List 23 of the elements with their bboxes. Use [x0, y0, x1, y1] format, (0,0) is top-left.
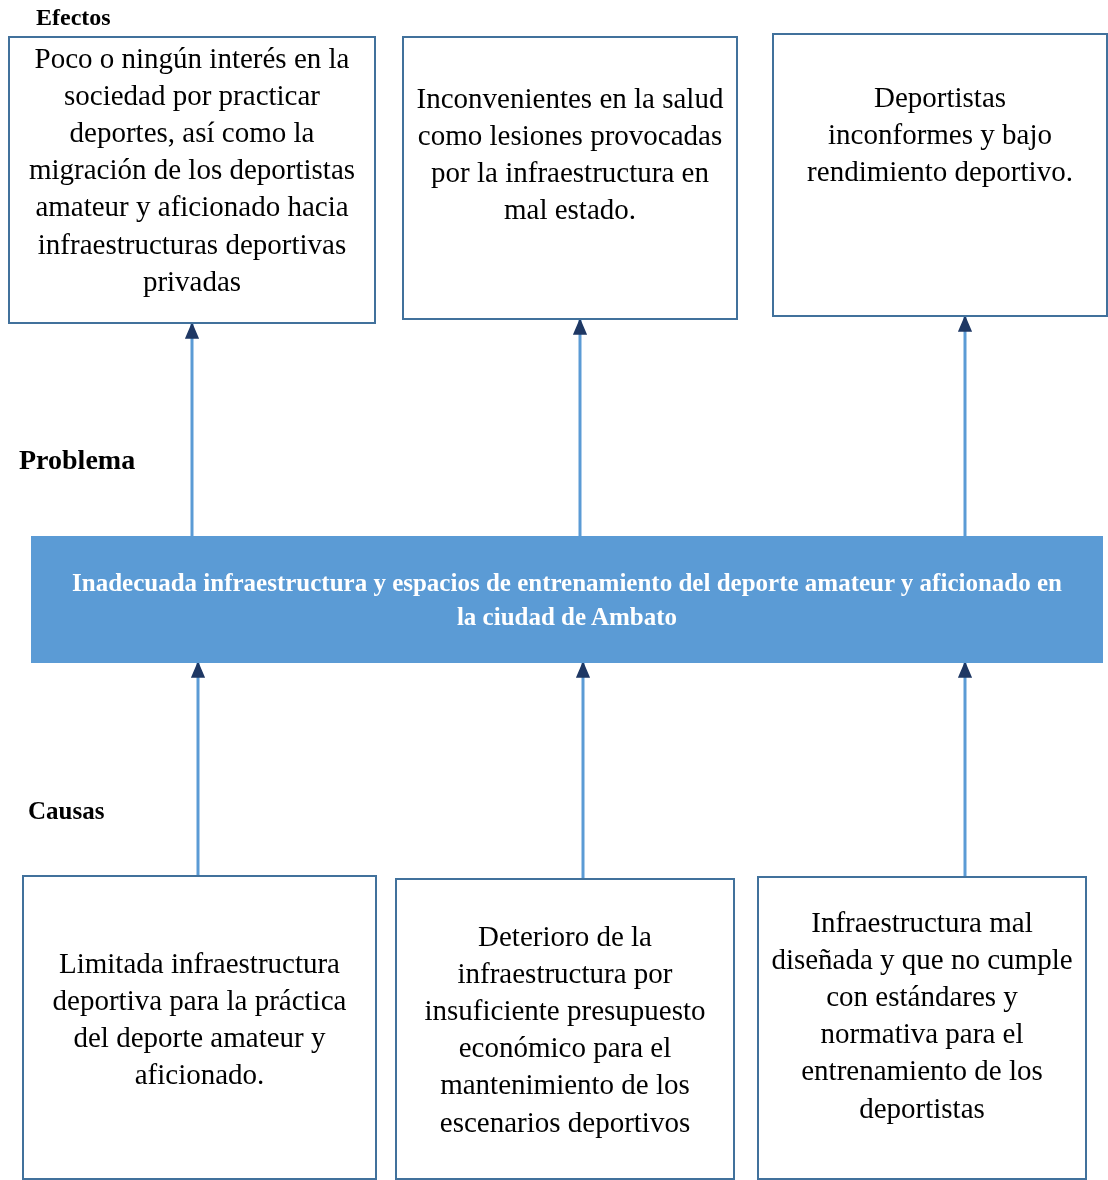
text-box [402, 36, 738, 320]
problem-text: Inadecuada infraestructura y espacios de entrenamiento del deporte amateur y aficionado en la ciudad de Ambato [71, 567, 1063, 632]
arrow [576, 662, 590, 878]
text-box [772, 33, 1108, 317]
section-heading: Causas [28, 797, 105, 825]
arrow [191, 662, 205, 875]
box-text: Poco o ningún interés en la sociedad por practicar deportes, así como la migración de los deportistas amateur y aficionado hacia infraestructuras deportivas privadas [27, 41, 357, 299]
box-text: Deportistas inconformes y bajo rendimiento deportivo. [806, 80, 1074, 190]
section-heading: Problema [19, 444, 136, 476]
problem-band [31, 536, 1103, 663]
text-box [757, 876, 1087, 1180]
arrow [573, 319, 587, 536]
text-box [22, 875, 377, 1180]
arrow [958, 662, 972, 876]
text-box [395, 878, 735, 1180]
arrow [185, 323, 199, 536]
box-text: Deterioro de la infraestructura por insuficiente presupuesto económico para el mantenimiento de los escenarios deportivos [423, 919, 707, 1140]
box-text: Infraestructura mal diseñada y que no cumple con estándares y normativa para el entrenamiento de los deportistas [770, 905, 1074, 1126]
section-heading: Efectos [36, 4, 111, 31]
arrow [958, 316, 972, 536]
text-box [8, 36, 376, 324]
box-text: Limitada infraestructura deportiva para la práctica del deporte amateur y aficionado. [51, 946, 348, 1093]
box-text: Inconvenientes en la salud como lesiones provocadas por la infraestructura en mal estado. [416, 81, 724, 228]
